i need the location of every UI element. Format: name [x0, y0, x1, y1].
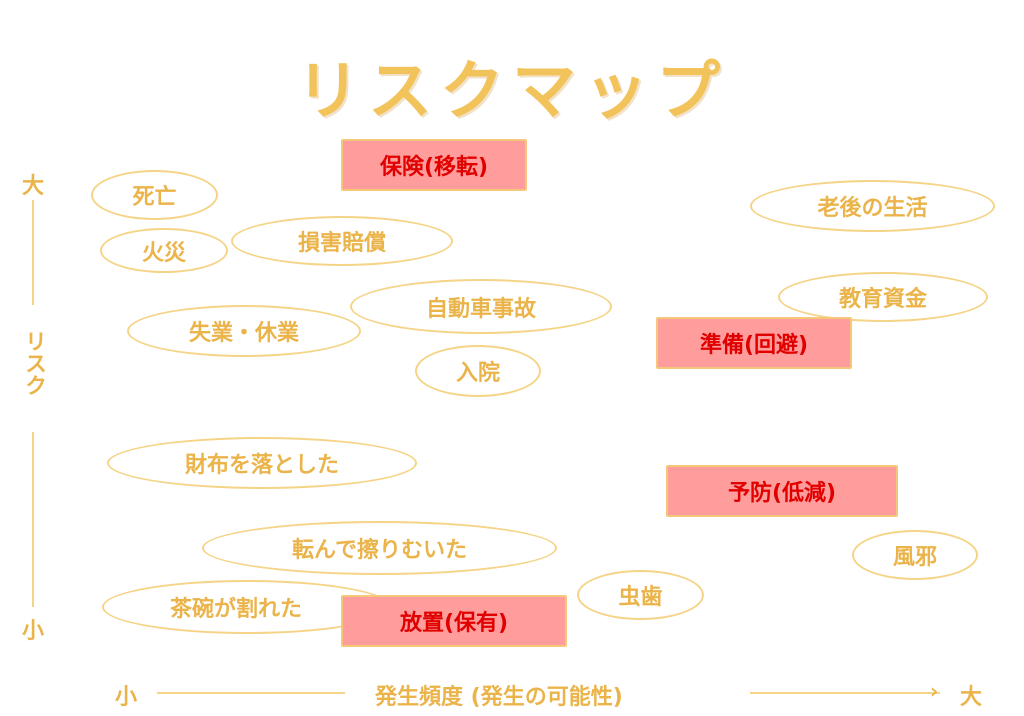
risk-broken-bowl: 茶碗が割れた [102, 580, 392, 634]
risk-scrape: 転んで擦りむいた [202, 521, 557, 575]
x-axis-line-left [157, 692, 345, 694]
x-axis-high-label: 大 [960, 685, 983, 710]
y-axis-label: リスク [21, 330, 46, 396]
strategy-preparation: 準備(回避) [656, 317, 852, 369]
x-axis-arrow-head: › [930, 679, 939, 703]
y-axis-low-label: 小 [22, 619, 45, 644]
risk-cold: 風邪 [852, 530, 978, 580]
page-title: リスクマップ [296, 55, 728, 129]
risk-lost-wallet: 財布を落とした [107, 437, 417, 489]
risk-fire: 火災 [100, 228, 228, 273]
risk-cavity: 虫歯 [577, 570, 704, 620]
risk-education: 教育資金 [778, 272, 988, 322]
risk-unemployment: 失業・休業 [127, 305, 361, 357]
risk-old-age: 老後の生活 [750, 180, 995, 232]
strategy-insurance: 保険(移転) [341, 139, 527, 191]
risk-hospital: 入院 [415, 345, 541, 397]
y-axis-arrow-line [32, 200, 34, 305]
y-axis-line-lower [32, 432, 34, 607]
strategy-prevention: 予防(低減) [666, 465, 898, 517]
x-axis-label: 発生頻度 (発生の可能性) [375, 685, 623, 710]
risk-car-accident: 自動車事故 [350, 279, 612, 334]
strategy-neglect: 放置(保有) [341, 595, 567, 647]
x-axis-line-right [750, 692, 940, 694]
y-axis-high-label: 大 [22, 174, 45, 199]
risk-death: 死亡 [91, 170, 218, 220]
risk-damages: 損害賠償 [231, 216, 453, 266]
x-axis-low-label: 小 [115, 685, 138, 710]
